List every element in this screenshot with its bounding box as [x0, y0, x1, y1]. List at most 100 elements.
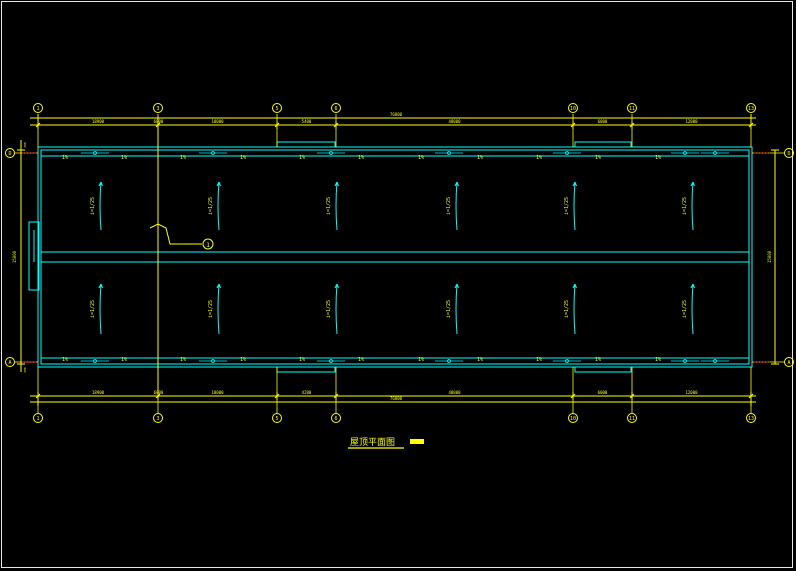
drain-outlet	[329, 359, 333, 363]
axis-bubble	[568, 103, 578, 113]
pitch-arrow	[454, 283, 459, 335]
drain-outlet	[93, 359, 97, 363]
slope-label-bottom: 1%	[121, 357, 127, 363]
slope-label-top: 1%	[536, 155, 542, 161]
axis-bubble	[272, 413, 282, 423]
dimension-value: 12000	[685, 390, 698, 395]
axis-label: 5	[275, 416, 278, 422]
stair-hatch	[28, 221, 40, 291]
pitch-label: i=1/25	[446, 300, 452, 318]
pitch-arrow	[334, 181, 339, 231]
dimension-left-total: 15000	[12, 250, 17, 263]
slope-annotations: 1%1%1%1%1%1%1%1%1%1%1%1%1%1%1%1%1%1%1%1%…	[62, 151, 729, 363]
axis-bubble	[5, 148, 15, 158]
axis-label: A	[787, 360, 790, 366]
axis-bubble	[33, 413, 43, 423]
axis-label: 6	[334, 106, 337, 112]
drain-outlet	[683, 359, 687, 363]
pitch-arrow	[216, 181, 221, 231]
drawing-title: 屋顶平面图	[350, 437, 395, 448]
pitch-label: i=1/25	[208, 300, 214, 318]
drain-outlet	[565, 359, 569, 363]
dimension-value: 6000	[598, 390, 608, 395]
axis-label: D	[787, 151, 790, 157]
drain-outlet	[211, 151, 215, 155]
pitch-arrow	[690, 181, 695, 231]
dimension-value: 6000	[154, 119, 164, 124]
pitch-label: i=1/25	[564, 300, 570, 318]
slope-label-bottom: 1%	[299, 357, 305, 363]
axis-label: 5	[275, 106, 278, 112]
pitch-arrow	[98, 181, 103, 231]
slope-label-bottom: 1%	[536, 357, 542, 363]
pitch-label: i=1/25	[326, 197, 332, 215]
axis-bubble	[33, 103, 43, 113]
title-scale-bar	[410, 439, 424, 444]
pitch-arrow	[216, 283, 221, 335]
pitch-label: i=1/25	[682, 300, 688, 318]
parapet-box-top-right	[574, 141, 632, 148]
dimension-value: 4200	[302, 390, 312, 395]
callout-circle	[202, 238, 214, 250]
axis-label: A	[8, 360, 11, 366]
drain-outlet	[211, 359, 215, 363]
slope-label-bottom: 1%	[358, 357, 364, 363]
axis-bubble	[153, 413, 163, 423]
slope-label-bottom: 1%	[655, 357, 661, 363]
pitch-label: i=1/25	[90, 197, 96, 215]
pitch-label: i=1/25	[446, 197, 452, 215]
dimension-value: 6000	[154, 390, 164, 395]
drain-outlet	[683, 151, 687, 155]
pitch-arrow	[572, 283, 577, 335]
slope-label-bottom: 1%	[62, 357, 68, 363]
dimension-value: 12000	[685, 119, 698, 124]
dimension-small: 200	[23, 142, 27, 148]
drain-outlet	[713, 151, 717, 155]
slope-label-top: 1%	[358, 155, 364, 161]
dimension-value: 18000	[211, 119, 224, 124]
drain-outlet	[447, 359, 451, 363]
pitch-label: i=1/25	[208, 197, 214, 215]
axis-label: 10	[570, 106, 576, 112]
slope-label-top: 1%	[240, 155, 246, 161]
pitch-arrow	[454, 181, 459, 231]
slope-label-top: 1%	[477, 155, 483, 161]
dimension-value: 18900	[92, 390, 105, 395]
axis-label: 11	[629, 416, 635, 422]
pitch-arrow	[98, 283, 103, 335]
drain-outlet	[93, 151, 97, 155]
axis-label: 11	[629, 106, 635, 112]
axis-bubble	[331, 103, 341, 113]
slope-label-bottom: 1%	[180, 357, 186, 363]
axis-label: 1	[36, 416, 39, 422]
slope-label-bottom: 1%	[240, 357, 246, 363]
axis-label: 1	[36, 106, 39, 112]
axis-label: 10	[570, 416, 576, 422]
axis-label: 6	[334, 416, 337, 422]
outer-wall	[37, 146, 753, 368]
parapet-box-bottom-right	[574, 366, 632, 373]
dimension-value: 6000	[598, 119, 608, 124]
dimension-value: 48000	[448, 390, 461, 395]
callout-label: 1	[206, 242, 210, 249]
axis-bubble	[746, 413, 756, 423]
dimension-value: 18900	[92, 119, 105, 124]
callout-leader	[149, 223, 202, 245]
slope-label-top: 1%	[121, 155, 127, 161]
dimension-value: 18000	[211, 390, 224, 395]
pitch-arrow	[334, 283, 339, 335]
axis-bubble	[331, 413, 341, 423]
axis-bubble	[153, 103, 163, 113]
axis-label: 3	[156, 106, 159, 112]
dimension-total: 76800	[390, 112, 403, 117]
drain-outlet	[713, 359, 717, 363]
dimension-right-total: 15000	[767, 250, 772, 263]
drain-outlet	[565, 151, 569, 155]
pitch-arrows: i=1/25 i=1/25 i=1/25 i=1/25 i=1/25 i=1/25 i=1/…	[90, 181, 695, 335]
pitch-arrow	[572, 181, 577, 231]
axis-bubble	[746, 103, 756, 113]
axis-label: 13	[748, 416, 754, 422]
axis-bubble	[272, 103, 282, 113]
axis-bubble	[627, 103, 637, 113]
